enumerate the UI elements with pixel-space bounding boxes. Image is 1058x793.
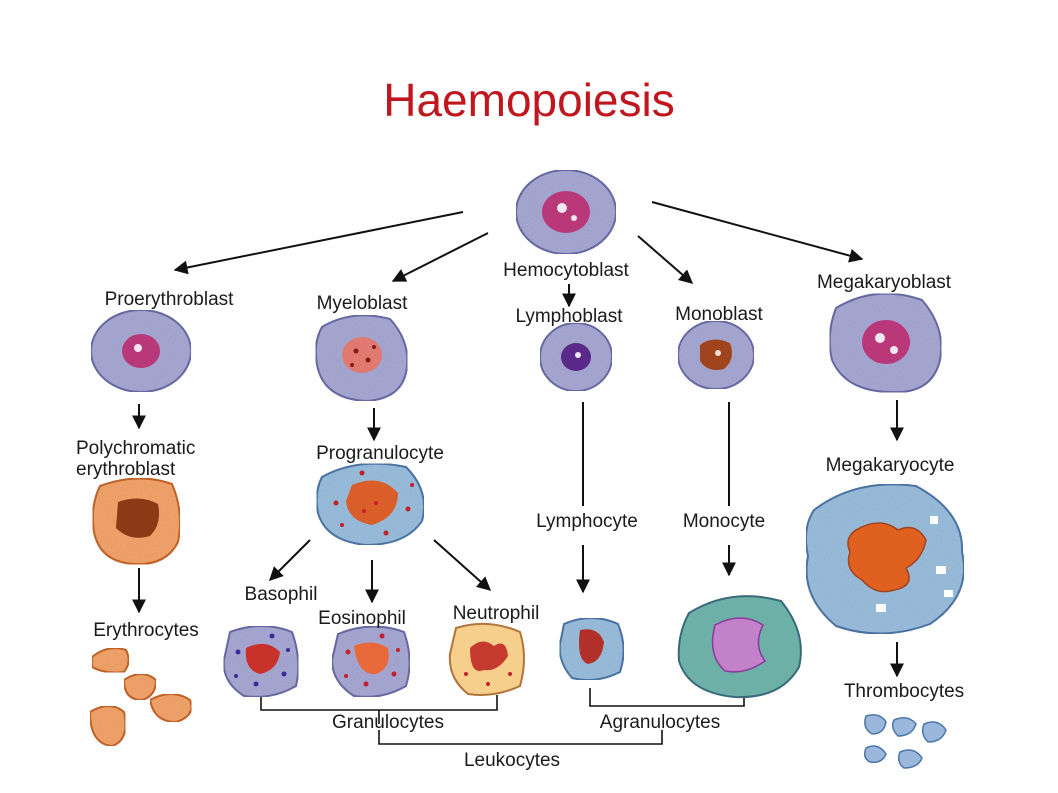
erythrocytes-cells <box>88 647 193 748</box>
thrombocytes-cells <box>863 714 947 769</box>
label-lymphocyte: Lymphocyte <box>536 511 638 532</box>
arrow-to-basophil <box>269 539 311 581</box>
label-progranulocyte: Progranulocyte <box>316 443 444 464</box>
label-myeloblast: Myeloblast <box>317 293 409 314</box>
polychromatic-erythroblast-cell <box>91 477 181 566</box>
megakaryocyte-cell <box>805 483 965 635</box>
neutrophil-cell <box>448 622 525 696</box>
arrow-to-proerythroblast <box>173 211 464 275</box>
myeloblast-cell <box>314 314 409 403</box>
arrow-to-megakaryoblast <box>651 201 864 263</box>
label-eosinophil: Eosinophil <box>318 608 406 629</box>
label-polychromatic-line2: erythroblast <box>76 459 176 480</box>
arrow-to-monoblast <box>637 235 694 284</box>
label-monoblast: Monoblast <box>675 304 763 325</box>
label-proerythroblast: Proerythroblast <box>105 289 235 310</box>
label-hemocytoblast: Hemocytoblast <box>503 260 629 281</box>
label-leukocytes: Leukocytes <box>464 750 560 771</box>
proerythroblast-cell <box>90 309 192 393</box>
arrow-to-myeloblast <box>391 232 489 282</box>
bracket-granulocytes <box>260 695 498 724</box>
monocyte-cell <box>677 595 802 699</box>
monoblast-cell <box>677 320 755 390</box>
basophil-cell <box>222 625 300 698</box>
bracket-leukocytes <box>378 730 663 745</box>
label-granulocytes: Granulocytes <box>332 712 444 733</box>
megakaryoblast-cell <box>828 292 943 394</box>
slide-title: Haemopoiesis <box>383 74 675 126</box>
hemocytoblast-cell <box>515 169 617 255</box>
label-megakaryoblast: Megakaryoblast <box>817 272 952 293</box>
label-megakaryocyte: Megakaryocyte <box>826 455 955 476</box>
eosinophil-cell <box>330 625 411 698</box>
label-polychromatic-line1: Polychromatic <box>76 438 195 459</box>
label-agranulocytes: Agranulocytes <box>600 712 720 733</box>
arrow-to-neutrophil <box>433 539 492 591</box>
progranulocyte-cell <box>315 462 425 547</box>
label-lymphoblast: Lymphoblast <box>515 306 623 327</box>
label-erythrocytes: Erythrocytes <box>93 620 199 641</box>
arrows <box>132 201 904 678</box>
lymphocyte-cell <box>558 617 625 681</box>
label-monocyte: Monocyte <box>683 511 765 532</box>
lymphoblast-cell <box>539 322 613 392</box>
label-thrombocytes: Thrombocytes <box>844 681 964 702</box>
label-neutrophil: Neutrophil <box>453 603 540 624</box>
label-basophil: Basophil <box>245 584 318 605</box>
